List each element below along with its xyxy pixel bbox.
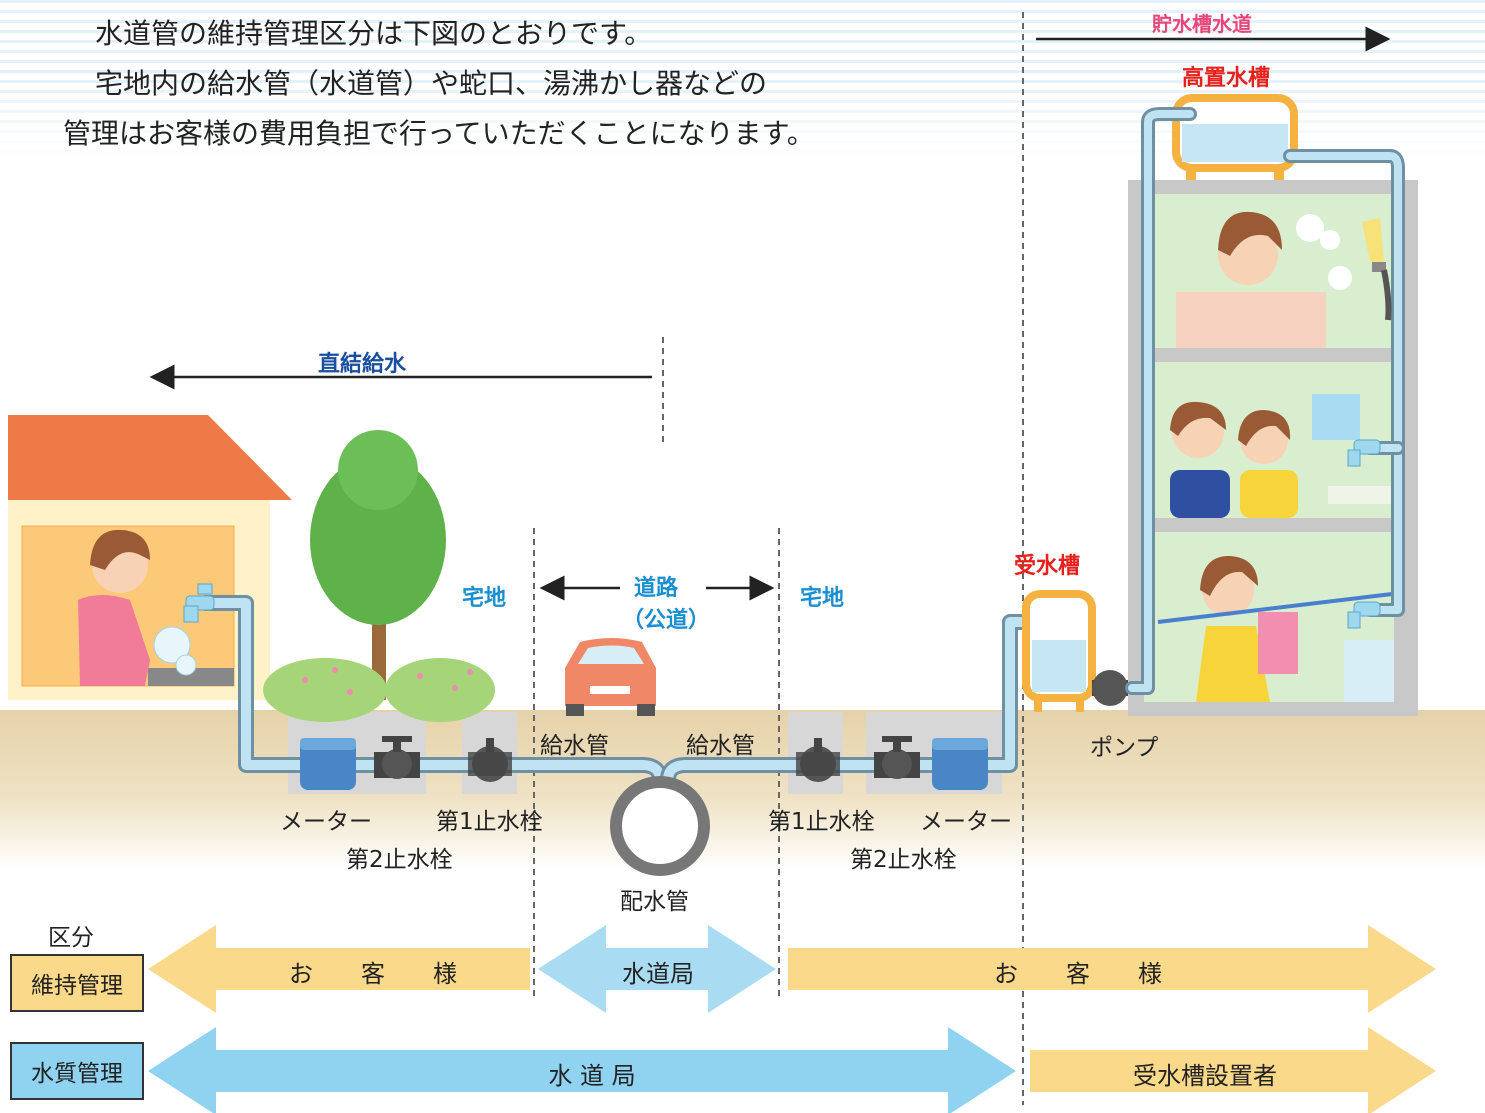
shower-icon xyxy=(1362,218,1392,321)
meter-right-label: メーター xyxy=(920,809,1012,835)
zone-left-private: 宅地 xyxy=(462,586,507,611)
valve-icon xyxy=(796,738,840,782)
faucet-icon xyxy=(183,583,215,623)
high-tank-label: 高置水槽 xyxy=(1182,66,1271,91)
maint-band-left xyxy=(148,925,530,1013)
intro-line-1: 水道管の維持管理区分は下図のとおりです。 xyxy=(95,17,653,50)
water-meter-icon xyxy=(300,738,356,790)
legend-heading: 区分 xyxy=(48,925,94,951)
receiving-tank xyxy=(1022,590,1096,712)
faucet-icon xyxy=(1347,601,1381,629)
quality-right-text: 受水槽設置者 xyxy=(1133,1062,1277,1090)
service-pipe-left-label: 給水管 xyxy=(540,733,609,759)
maint-band-right xyxy=(788,925,1436,1013)
service-pipe-right-label: 給水管 xyxy=(686,733,755,759)
zone-road-public: （公道） xyxy=(622,608,711,633)
pump-icon xyxy=(1092,670,1132,706)
tree-icon xyxy=(310,430,446,700)
maint-right-text: お 客 様 xyxy=(994,960,1162,988)
quality-band-right xyxy=(1030,1027,1436,1113)
tank-supply-label: 貯水槽水道 xyxy=(1152,12,1252,36)
high-tank xyxy=(1172,94,1298,180)
tank-pipes xyxy=(1125,107,1405,695)
water-meter-icon xyxy=(932,738,988,790)
meter-left-label: メーター xyxy=(280,809,372,835)
faucet-icon xyxy=(1347,439,1381,467)
receiving-tank-label: 受水槽 xyxy=(1014,554,1081,579)
maint-band-center xyxy=(538,925,776,1013)
pump-label: ポンプ xyxy=(1090,735,1159,761)
stop2-left-label: 第2止水栓 xyxy=(346,847,453,873)
valve-icon xyxy=(468,738,512,782)
valve-icon xyxy=(374,736,420,779)
zone-right-private: 宅地 xyxy=(800,586,845,611)
stop1-right-label: 第1止水栓 xyxy=(768,809,875,835)
valve-icon xyxy=(874,736,920,779)
distribution-main-label: 配水管 xyxy=(620,889,689,915)
bushes xyxy=(263,658,495,722)
maint-center-text: 水道局 xyxy=(622,960,694,988)
zone-road: 道路 xyxy=(634,576,679,601)
legend-quality: 水質管理 xyxy=(10,1042,144,1100)
direct-supply-label: 直結給水 xyxy=(318,352,407,377)
stop2-right-label: 第2止水栓 xyxy=(850,847,957,873)
distribution-main-pipe xyxy=(610,776,710,876)
legend-maintenance: 維持管理 xyxy=(10,954,144,1012)
maint-left-text: お 客 様 xyxy=(289,960,457,988)
quality-band-left xyxy=(148,1027,1016,1113)
intro-line-3: 管理はお客様の費用負担で行っていただくことになります。 xyxy=(63,117,815,150)
quality-left-text: 水 道 局 xyxy=(548,1062,636,1090)
car-icon xyxy=(565,638,656,716)
stop1-left-label: 第1止水栓 xyxy=(436,809,543,835)
intro-line-2: 宅地内の給水管（水道管）や蛇口、湯沸かし器などの xyxy=(95,67,768,100)
